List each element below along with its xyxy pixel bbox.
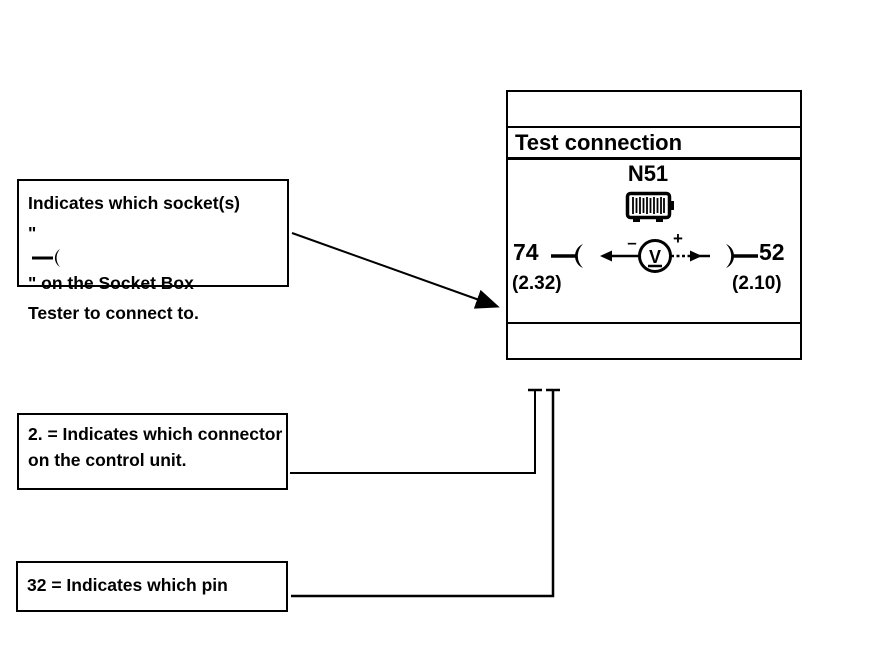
test-connection-title: Test connection [515,129,683,155]
callout-pin-box: 32 = Indicates which pin [16,561,288,612]
table-content-cell: N51 74 [508,160,800,324]
voltmeter-plus-sign: + [673,230,683,248]
right-connector-pin-ref: (2.10) [732,273,782,294]
right-socket-number: 52 [759,239,785,265]
table-empty-top-row [508,92,800,128]
voltmeter-letter: V [649,247,661,267]
right-socket-jaw-icon [726,244,758,268]
pin-callout-leader-line [291,391,555,598]
left-socket-jaw-icon [551,244,583,268]
control-unit-icon [625,191,674,222]
left-socket-number: 74 [513,239,539,265]
callout-socket-line1: Indicates which socket(s) [28,193,241,213]
socket-callout-arrow [291,232,500,309]
control-unit-label: N51 [627,161,669,186]
callout-connector-box: 2. = Indicates which connector on the co… [17,413,288,490]
test-connection-table: Test connection N51 [506,90,802,360]
voltmeter-minus-sign: – [627,233,636,252]
callout-socket-line3: Tester to connect to. [28,303,199,323]
voltmeter-icon: V – + [600,230,710,273]
table-empty-bottom-row [508,324,800,356]
callout-connector-line2: on the control unit. [28,450,187,470]
callout-connector-line1: 2. = Indicates which connector [28,424,283,444]
callout-socket-line2: " " on the Socket Box [28,218,287,298]
socket-jaw-icon [32,249,60,267]
callout-socket-box: Indicates which socket(s) " " on the Soc… [17,179,289,323]
connector-callout-leader-line [290,391,536,474]
open-quote: " [28,223,37,243]
table-header-row: Test connection [508,128,800,160]
left-connector-pin-ref: (2.32) [512,273,562,294]
callout-socket-line2-rest: " on the Socket Box [28,273,194,293]
callout-pin-line1: 32 = Indicates which pin [27,575,228,595]
